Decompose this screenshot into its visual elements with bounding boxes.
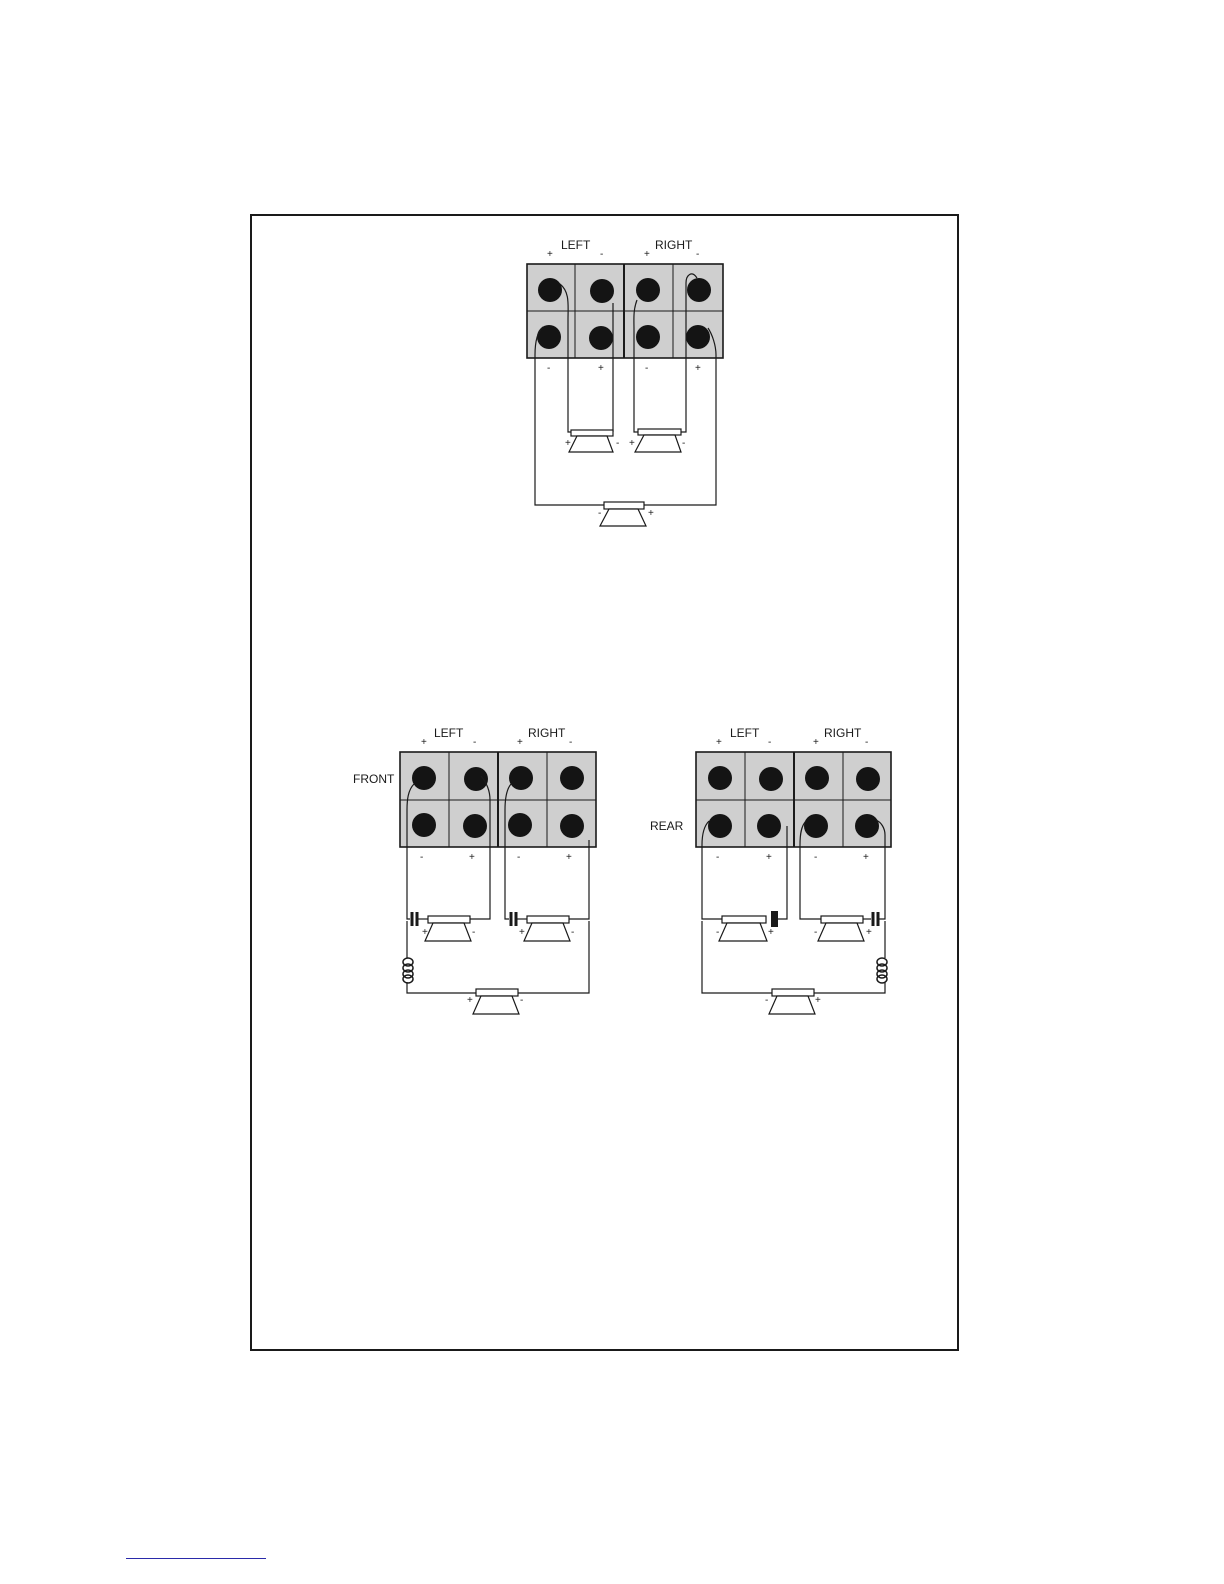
footnote-rule [126, 1558, 266, 1559]
front-diagram: LEFT RIGHT + - + - FRONT - + [353, 726, 596, 1014]
front-speaker-left-pos: + [422, 927, 428, 938]
top-speaker-right-neg: - [682, 438, 685, 449]
front-terminal-6 [463, 814, 487, 838]
front-inductor [403, 958, 413, 983]
rear-terminal-5 [708, 814, 732, 838]
rear-terminal-6 [757, 814, 781, 838]
top-speaker-center [600, 502, 646, 526]
top-speaker-left-neg: - [616, 438, 619, 449]
rear-speaker-right-pos: + [866, 927, 872, 938]
front-terminal-block [400, 752, 596, 847]
rear-capacitor-right [873, 912, 878, 926]
front-speaker-center [473, 989, 519, 1014]
rear-terminal-4 [856, 767, 880, 791]
front-sign-top-1: + [421, 737, 427, 748]
top-header-right: RIGHT [655, 238, 693, 252]
top-sign-top-3: + [644, 249, 650, 260]
front-speaker-center-pos: + [467, 995, 473, 1006]
front-speaker-center-neg: - [520, 995, 523, 1006]
top-diagram: LEFT RIGHT + - + - - + - + [527, 238, 723, 526]
rear-speaker-left-pos: + [768, 927, 774, 938]
front-sign-bottom-1: - [420, 852, 423, 863]
rear-sign-top-1: + [716, 737, 722, 748]
front-terminal-7 [508, 813, 532, 837]
top-sign-bottom-4: + [695, 363, 701, 374]
rear-header-left: LEFT [730, 726, 760, 740]
top-terminal-8 [686, 325, 710, 349]
top-terminal-7 [636, 325, 660, 349]
rear-speaker-right [818, 916, 864, 941]
top-sign-top-1: + [547, 249, 553, 260]
front-sign-top-2: - [473, 737, 476, 748]
front-sign-bottom-2: + [469, 852, 475, 863]
rear-terminal-8 [855, 814, 879, 838]
front-sign-bottom-4: + [566, 852, 572, 863]
top-terminal-1 [538, 278, 562, 302]
front-speaker-right-pos: + [519, 927, 525, 938]
rear-speaker-right-neg: - [814, 927, 817, 938]
top-sign-top-4: - [696, 249, 699, 260]
rear-sign-bottom-4: + [863, 852, 869, 863]
rear-speaker-left [719, 916, 767, 941]
front-speaker-left [425, 916, 471, 941]
front-terminal-4 [560, 766, 584, 790]
rear-sign-bottom-2: + [766, 852, 772, 863]
front-sign-bottom-3: - [517, 852, 520, 863]
rear-sign-bottom-3: - [814, 852, 817, 863]
front-speaker-right [524, 916, 570, 941]
top-sign-bottom-3: - [645, 363, 648, 374]
front-terminal-1 [412, 766, 436, 790]
rear-speaker-center-pos: + [815, 995, 821, 1006]
front-header-right: RIGHT [528, 726, 566, 740]
rear-speaker-center [769, 989, 815, 1014]
front-terminal-2 [464, 767, 488, 791]
top-speaker-right-pos: + [629, 438, 635, 449]
front-side-label: FRONT [353, 772, 395, 786]
top-speaker-right [635, 429, 681, 452]
top-terminal-block [527, 264, 723, 358]
front-sign-top-4: - [569, 737, 572, 748]
rear-header-right: RIGHT [824, 726, 862, 740]
front-terminal-5 [412, 813, 436, 837]
rear-terminal-block [696, 752, 891, 847]
top-speaker-left-pos: + [565, 438, 571, 449]
front-speaker-right-neg: - [571, 927, 574, 938]
rear-sign-bottom-1: - [716, 852, 719, 863]
rear-sign-top-4: - [865, 737, 868, 748]
top-sign-bottom-1: - [547, 363, 550, 374]
rear-diagram: LEFT RIGHT + - + - REAR - + [650, 726, 891, 1014]
rear-terminal-7 [804, 814, 828, 838]
top-sign-bottom-2: + [598, 363, 604, 374]
top-speaker-center-pos: + [648, 508, 654, 519]
front-terminal-8 [560, 814, 584, 838]
rear-terminal-3 [805, 766, 829, 790]
top-sign-top-2: - [600, 249, 603, 260]
rear-speaker-center-neg: - [765, 995, 768, 1006]
rear-sign-top-2: - [768, 737, 771, 748]
top-speaker-left [569, 430, 613, 452]
top-terminal-2 [590, 279, 614, 303]
top-terminal-6 [589, 326, 613, 350]
front-terminal-3 [509, 766, 533, 790]
front-capacitor-left [412, 912, 417, 926]
rear-terminal-1 [708, 766, 732, 790]
rear-terminal-2 [759, 767, 783, 791]
front-capacitor-right [511, 912, 516, 926]
rear-capacitor-left [771, 911, 778, 927]
front-header-left: LEFT [434, 726, 464, 740]
top-header-left: LEFT [561, 238, 591, 252]
rear-side-label: REAR [650, 819, 684, 833]
rear-sign-top-3: + [813, 737, 819, 748]
top-speaker-center-neg: - [598, 508, 601, 519]
rear-inductor [877, 958, 887, 983]
rear-speaker-left-neg: - [716, 927, 719, 938]
top-terminal-4 [687, 278, 711, 302]
top-terminal-5 [537, 325, 561, 349]
front-speaker-left-neg: - [472, 927, 475, 938]
top-terminal-3 [636, 278, 660, 302]
front-sign-top-3: + [517, 737, 523, 748]
